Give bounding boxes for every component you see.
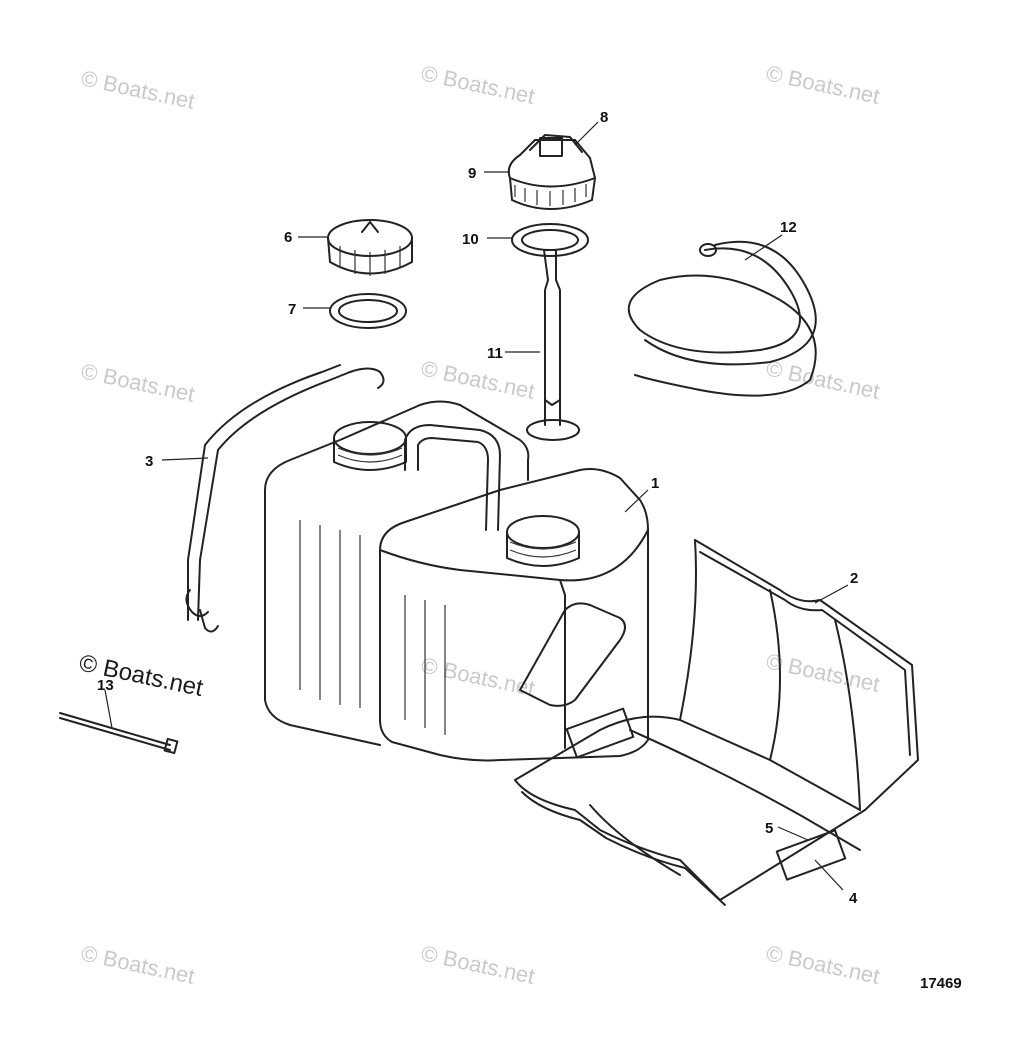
watermarks: © Boats.net © Boats.net © Boats.net © Bo… bbox=[77, 60, 882, 988]
callout-8: 8 bbox=[600, 109, 608, 126]
watermark: © Boats.net bbox=[79, 358, 197, 406]
tank-bracket-part bbox=[514, 539, 919, 906]
callout-11: 11 bbox=[487, 345, 503, 362]
hose-part bbox=[627, 240, 817, 397]
callout-9: 9 bbox=[468, 165, 476, 182]
figure-number: 17469 bbox=[920, 975, 962, 992]
callout-4: 4 bbox=[849, 890, 858, 907]
gauge-gasket-part bbox=[511, 223, 589, 257]
callout-12: 12 bbox=[780, 219, 797, 236]
watermark: © Boats.net bbox=[764, 355, 882, 403]
watermark: © Boats.net bbox=[764, 60, 882, 108]
watermark-dark: © Boats.net bbox=[77, 649, 206, 702]
callout-1: 1 bbox=[651, 475, 659, 492]
callout-2: 2 bbox=[850, 570, 858, 587]
cap-gasket-part bbox=[329, 293, 407, 329]
watermark: © Boats.net bbox=[79, 65, 197, 113]
fuel-gauge-part bbox=[507, 134, 596, 210]
fuel-cap-part bbox=[327, 219, 413, 276]
callout-6: 6 bbox=[284, 229, 292, 246]
watermark: © Boats.net bbox=[764, 940, 882, 988]
callout-13: 13 bbox=[97, 677, 114, 694]
leader-lines bbox=[104, 121, 849, 891]
callout-3: 3 bbox=[145, 453, 153, 470]
callout-5: 5 bbox=[765, 820, 773, 837]
watermark: © Boats.net bbox=[764, 648, 882, 696]
callout-7: 7 bbox=[288, 301, 296, 318]
watermark: © Boats.net bbox=[79, 940, 197, 988]
watermark: © Boats.net bbox=[419, 652, 537, 700]
watermark: © Boats.net bbox=[419, 940, 537, 988]
pickup-tube-part bbox=[526, 249, 580, 441]
watermark: © Boats.net bbox=[419, 355, 537, 403]
cable-tie-part bbox=[59, 712, 179, 755]
callouts: 1 2 3 4 5 6 7 8 9 10 11 12 13 bbox=[97, 109, 858, 907]
callout-10: 10 bbox=[462, 231, 479, 248]
strap-part bbox=[185, 364, 385, 633]
watermark: © Boats.net bbox=[419, 60, 537, 108]
fuel-tank-part bbox=[264, 400, 649, 762]
